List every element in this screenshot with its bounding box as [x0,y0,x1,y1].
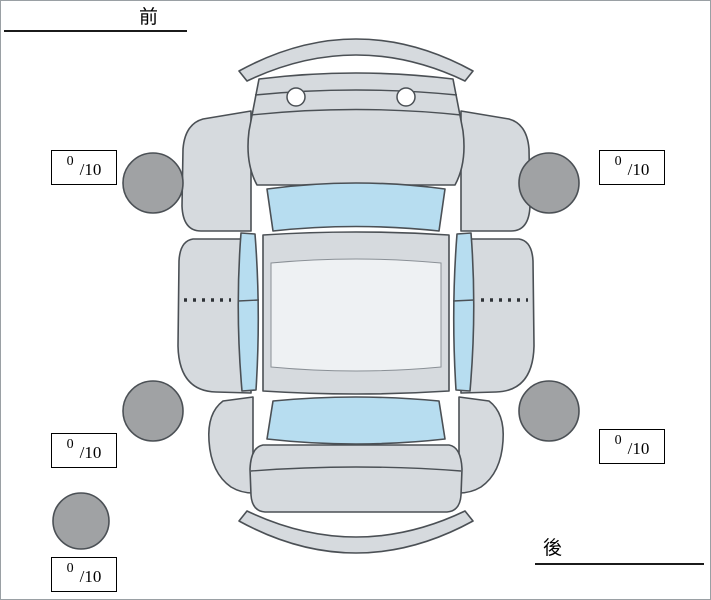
left-rear-door-panel [177,238,252,394]
cowl-line-lower [250,108,462,116]
score-max: /10 [79,566,102,586]
score-value: 0 [66,153,74,169]
left-front-door-panel [181,110,252,232]
left-b-pillar-line [237,299,260,302]
score-box-front-right: 0 /10 [599,150,665,185]
score-value: 0 [66,560,74,576]
left-side-window [237,232,260,392]
roof-ceiling-panel [270,258,442,372]
front-label: 前 [139,6,160,28]
score-max: /10 [79,442,102,462]
tire-rear-right [518,380,580,442]
score-box-front-left: 0 /10 [51,150,117,185]
tire-rear-left [122,380,184,442]
score-box-spare: 0 /10 [51,557,117,592]
cowl-circle-right [396,87,416,107]
front-underline [4,30,187,32]
score-box-rear-left: 0 /10 [51,433,117,468]
left-rear-fender [207,396,254,494]
score-value: 0 [614,153,622,169]
score-value: 0 [66,436,74,452]
rear-underline [535,563,704,565]
rear-window [266,396,446,445]
cowl-line-upper [254,89,458,96]
tire-front-right [518,152,580,214]
right-side-window [452,232,475,392]
rear-label: 後 [543,537,564,559]
front-bumper [238,38,474,82]
cowl-circle-left [286,87,306,107]
trunk-panel [249,444,463,513]
trunk-line [250,466,462,472]
tire-front-left [122,152,184,214]
tire-spare [52,492,110,550]
windshield [266,182,446,232]
right-b-pillar-line [452,299,475,302]
score-max: /10 [627,159,650,179]
score-value: 0 [614,432,622,448]
right-rear-door-panel [460,238,535,394]
score-max: /10 [627,438,650,458]
right-rear-fender [458,396,505,494]
rear-bumper [238,510,474,554]
score-box-rear-right: 0 /10 [599,429,665,464]
score-max: /10 [79,159,102,179]
right-front-door-panel [460,110,531,232]
